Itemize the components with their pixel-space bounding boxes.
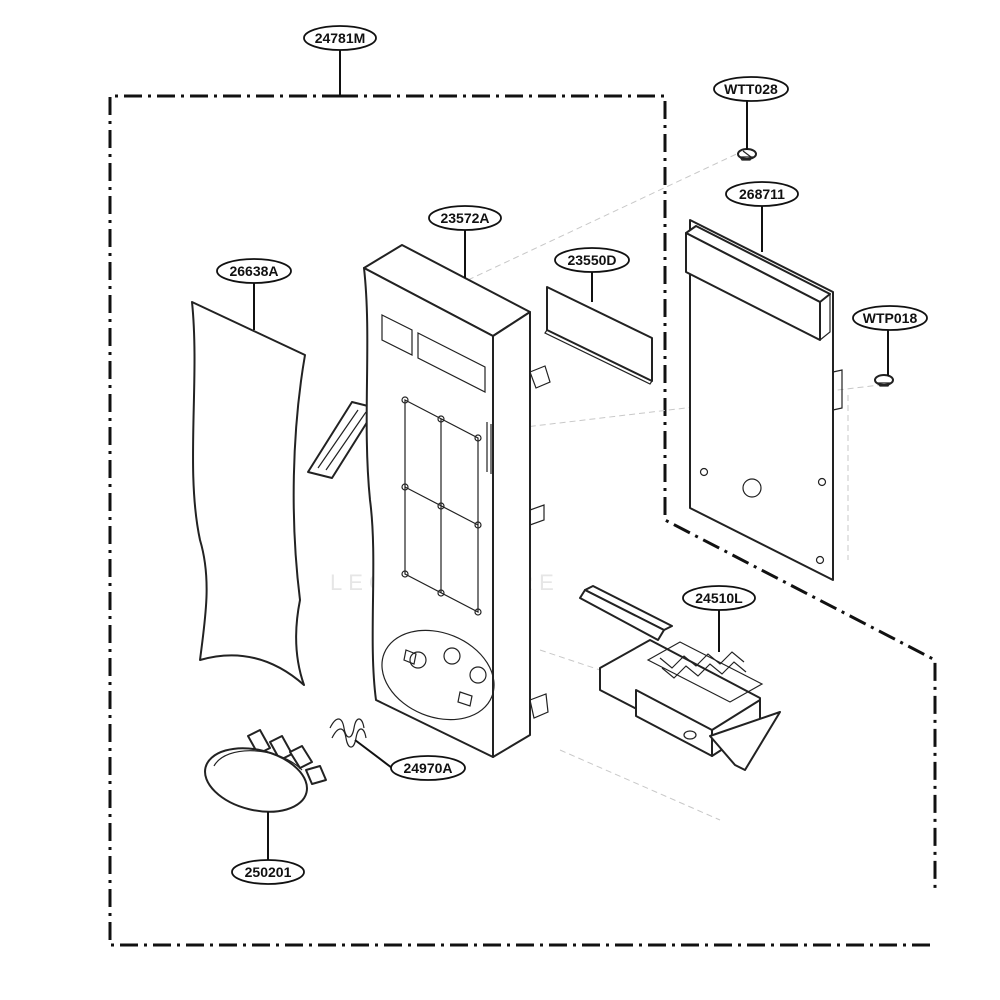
callout-label: 250201 xyxy=(245,864,292,880)
callout-button: 250201 xyxy=(231,859,305,885)
callout-label: 26638A xyxy=(229,263,278,279)
callout-latch-lever: 24510L xyxy=(682,585,756,611)
callout-label: 24970A xyxy=(403,760,452,776)
callout-screw-top: WTT028 xyxy=(713,76,789,102)
callout-assembly: 24781M xyxy=(303,25,377,51)
display-window xyxy=(544,286,653,385)
callout-label: WTP018 xyxy=(863,310,918,326)
pcb-board xyxy=(685,219,843,581)
callout-membrane: 26638A xyxy=(216,258,292,284)
callout-label: 24781M xyxy=(315,30,366,46)
callout-pcb: 268711 xyxy=(725,181,799,207)
screw-top xyxy=(737,148,757,161)
callout-panel-frame: 23572A xyxy=(428,205,502,231)
callout-window: 23550D xyxy=(554,247,630,273)
callout-label: 23572A xyxy=(440,210,489,226)
callout-label: 268711 xyxy=(739,186,785,202)
callout-spring: 24970A xyxy=(390,755,466,781)
callout-label: WTT028 xyxy=(724,81,778,97)
keypad-grid xyxy=(401,396,482,616)
latch-lever xyxy=(579,585,781,771)
membrane-overlay xyxy=(191,301,377,686)
callout-label: 23550D xyxy=(567,252,616,268)
callout-screw-right: WTP018 xyxy=(852,305,928,331)
callout-label: 24510L xyxy=(695,590,743,606)
screw-right xyxy=(874,374,894,387)
leader-lines xyxy=(253,50,889,860)
control-panel-frame xyxy=(363,244,551,758)
dial-recess xyxy=(381,629,495,721)
spring xyxy=(329,718,367,748)
assembly-boundary xyxy=(108,94,937,947)
push-button xyxy=(204,729,327,813)
